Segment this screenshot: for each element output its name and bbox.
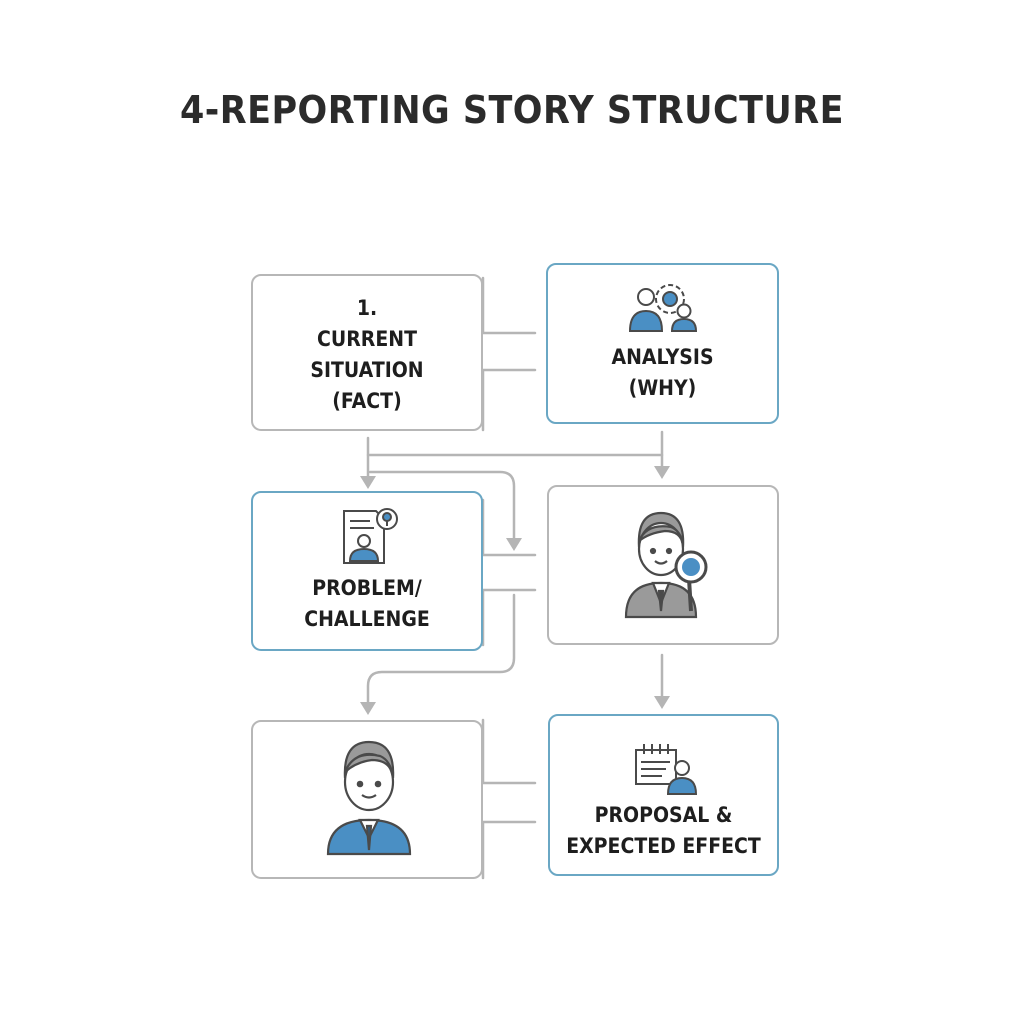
box-proposal: PROPOSAL & EXPECTED EFFECT: [548, 714, 779, 876]
connector-problem-down: [366, 593, 516, 708]
box-problem-challenge: PROBLEM/ CHALLENGE: [251, 491, 483, 651]
document-person-icon: [343, 508, 398, 564]
connector-current-to-analysis: [481, 276, 537, 335]
calendar-person-icon: [635, 744, 698, 795]
box-presenter: [251, 720, 483, 879]
businessman-icon: [326, 740, 412, 856]
connector-presenter-to-proposal: [481, 718, 537, 785]
person-magnifier-icon: [624, 511, 708, 619]
box-investigator: [547, 485, 779, 645]
label-problem-challenge: PROBLEM/ CHALLENGE: [304, 576, 430, 631]
label-analysis: ANALYSIS (WHY): [611, 345, 714, 400]
label-current-situation: 1. CURRENT SITUATION (FACT): [310, 296, 424, 413]
team-gear-icon: [628, 284, 698, 332]
label-proposal: PROPOSAL & EXPECTED EFFECT: [566, 803, 761, 858]
connector-problem-to-investigator: [481, 498, 537, 557]
diagram-title: 4-REPORTING STORY STRUCTURE: [179, 88, 844, 132]
box-current-situation: 1. CURRENT SITUATION (FACT): [251, 274, 483, 431]
box-analysis: ANALYSIS (WHY): [546, 263, 779, 424]
